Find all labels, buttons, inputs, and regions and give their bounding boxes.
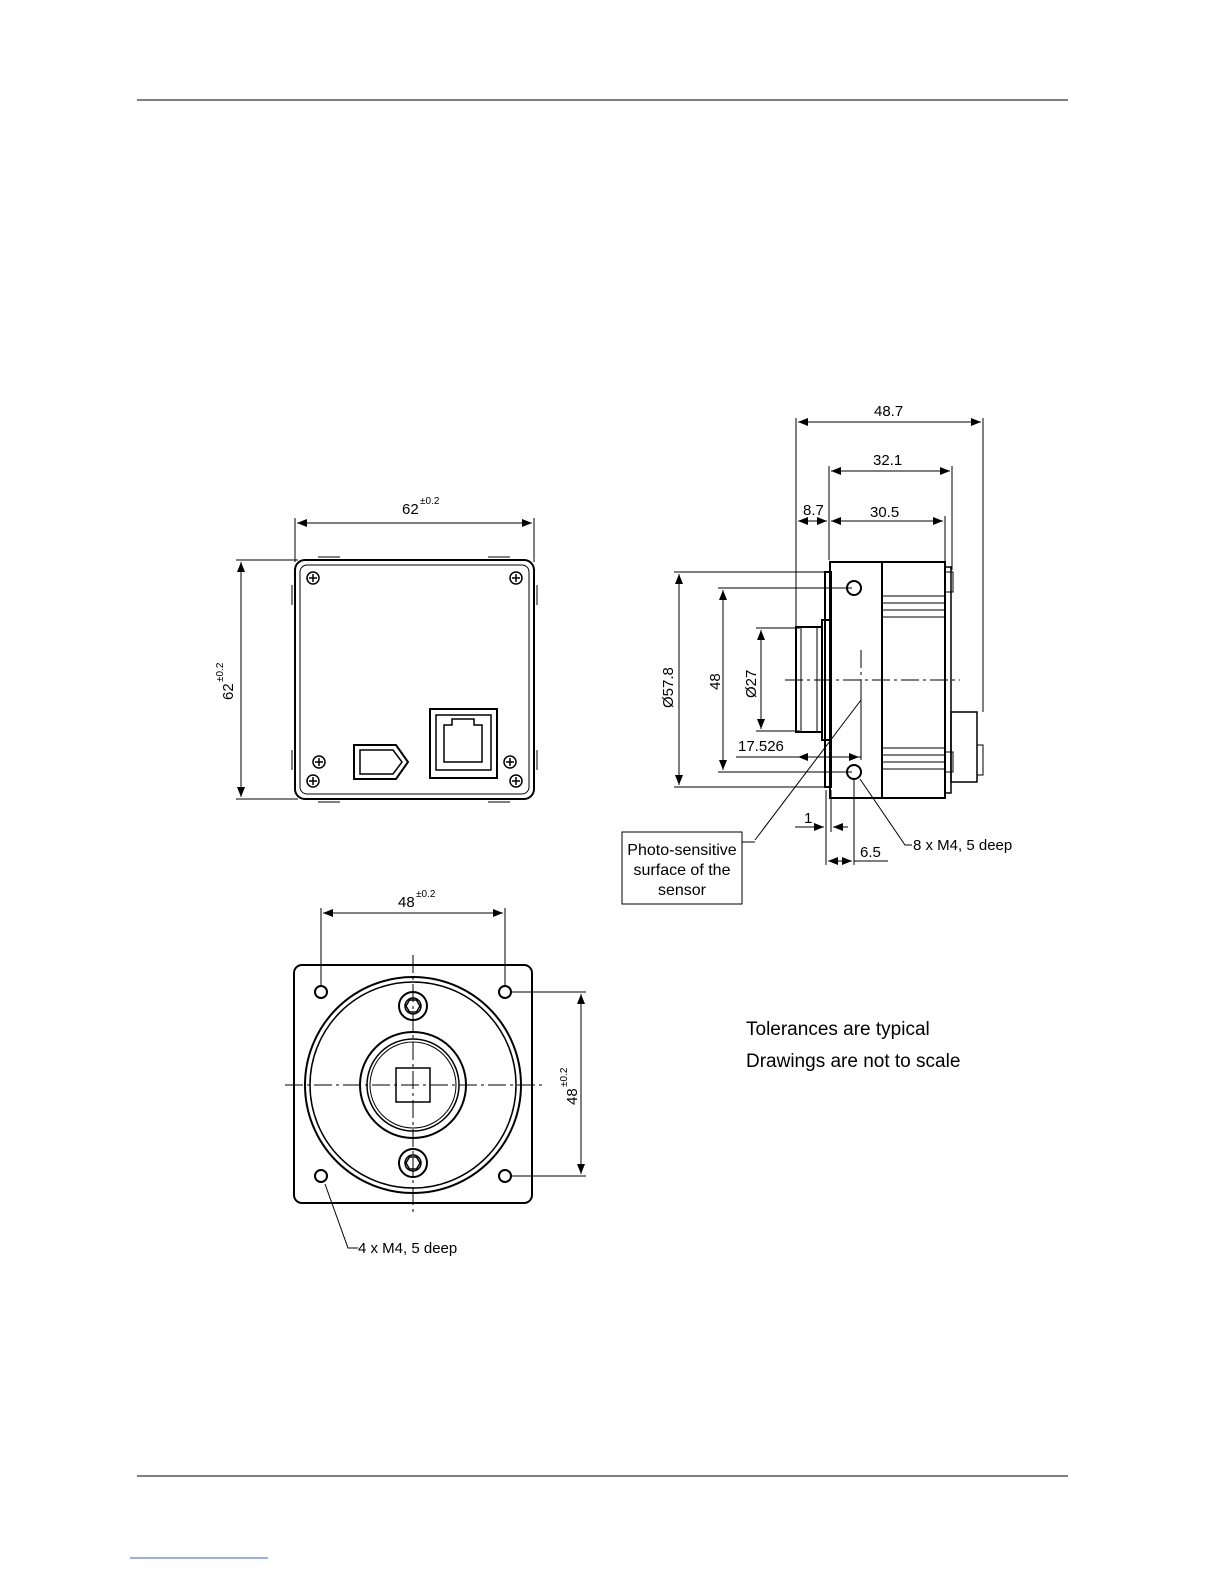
rear-height-tolerance: ±0.2 (215, 662, 226, 682)
rear-view: 62 ±0.2 62 ±0.2 (215, 496, 537, 802)
side-view: 48.7 32.1 30.5 8.7 Ø57.8 48 Ø27 (622, 403, 1012, 904)
front-holes-label: 4 x M4, 5 deep (358, 1240, 457, 1257)
rear-height-label: 62 (220, 683, 237, 700)
rear-screw-icon (504, 756, 516, 768)
dim-sensor-distance: 17.526 (738, 738, 784, 755)
dim-hole-pitch: 48 (707, 673, 724, 690)
drawing-notes: Tolerances are typical Drawings are not … (746, 1019, 960, 1072)
rear-screw-icon (510, 775, 522, 787)
dim-flange-step: 1 (804, 810, 812, 827)
sensor-callout-line2: surface of the (634, 862, 731, 879)
sensor-callout-line1: Photo-sensitive (627, 842, 736, 859)
mount-hole-icon (315, 986, 327, 998)
rear-screw-icon (307, 775, 319, 787)
note-tolerances: Tolerances are typical (746, 1019, 930, 1040)
front-height-label: 48 (564, 1088, 581, 1105)
ethernet-port-icon (430, 709, 497, 778)
dim-overall-length: 48.7 (874, 403, 903, 420)
dim-inner-diameter: Ø27 (743, 670, 760, 698)
dim-rear-length: 30.5 (870, 504, 899, 521)
rear-screw-icon (510, 572, 522, 584)
front-view: 48 ±0.2 48 ±0.2 (285, 889, 586, 1257)
note-scale: Drawings are not to scale (746, 1051, 960, 1072)
front-height-tolerance: ±0.2 (559, 1067, 570, 1087)
mount-hole-icon (315, 1170, 327, 1182)
front-width-tolerance: ±0.2 (416, 889, 436, 900)
side-holes-label: 8 x M4, 5 deep (913, 837, 1012, 854)
front-width-label: 48 (398, 894, 415, 911)
rear-width-label: 62 (402, 501, 419, 518)
power-connector-icon (354, 745, 408, 779)
dim-hole-offset: 6.5 (860, 844, 881, 861)
dim-outer-diameter: Ø57.8 (660, 667, 677, 708)
mount-hole-icon (499, 1170, 511, 1182)
dim-body-length: 32.1 (873, 452, 902, 469)
rear-width-tolerance: ±0.2 (420, 496, 440, 507)
rear-screw-icon (313, 756, 325, 768)
rear-body-outline (295, 560, 534, 799)
dim-flange-length: 8.7 (803, 502, 824, 519)
sensor-callout-line3: sensor (658, 882, 707, 899)
mount-hole-icon (499, 986, 511, 998)
rear-screw-icon (307, 572, 319, 584)
